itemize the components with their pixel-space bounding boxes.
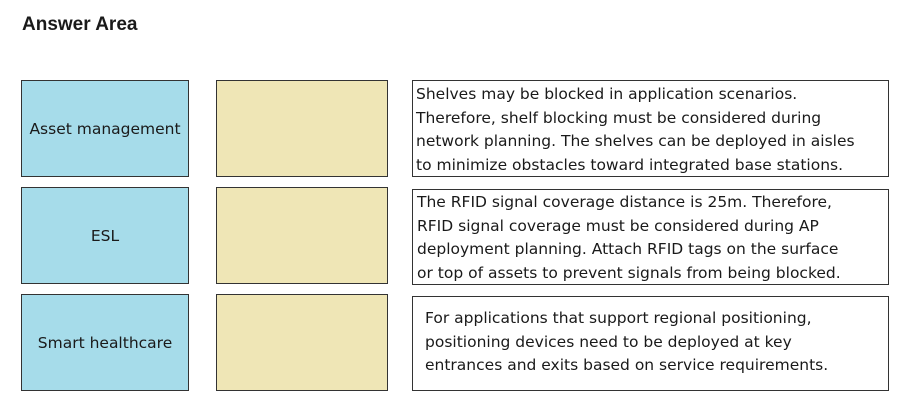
drag-item-esl[interactable]: ESL (21, 187, 189, 284)
drop-target-1[interactable] (216, 80, 388, 177)
description-text: Shelves may be blocked in application sc… (412, 80, 889, 177)
description-text: For applications that support regional p… (412, 296, 889, 391)
drag-item-asset-management[interactable]: Asset management (21, 80, 189, 177)
drag-item-smart-healthcare[interactable]: Smart healthcare (21, 294, 189, 391)
drop-target-2[interactable] (216, 187, 388, 284)
drop-target-3[interactable] (216, 294, 388, 391)
description-text: The RFID signal coverage distance is 25m… (412, 189, 889, 285)
answer-area-title: Answer Area (22, 14, 138, 35)
